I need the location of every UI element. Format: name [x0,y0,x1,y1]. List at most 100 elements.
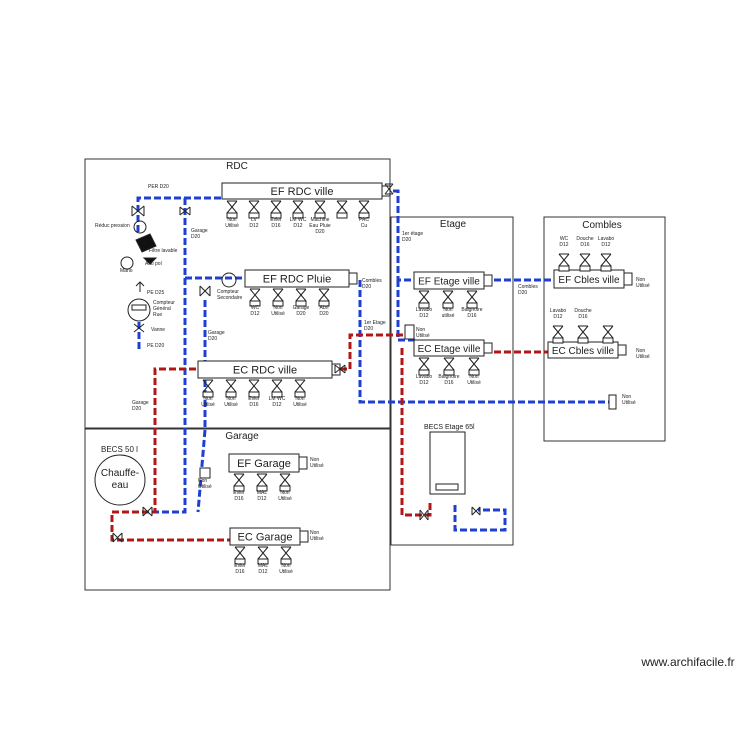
vanne-icon [133,323,145,333]
room-label-garage: Garage [225,431,259,442]
collector-label: EF Etage ville [418,277,480,288]
outlet-connector-icon [280,558,292,565]
room-label-etage: Etage [440,219,467,230]
outlet-valve-icon [602,325,614,339]
outlet-connector-icon [226,212,238,219]
valve-hot-icon [112,532,123,543]
outlet-connector-icon [272,300,284,307]
outlet-valve-icon [256,473,268,487]
outlet-valve-icon [442,290,454,304]
terminal-box-etage [404,324,415,340]
filter-body-icon [135,233,157,253]
outlet-valve-icon [202,379,214,393]
collector-label: EF Garage [237,458,291,470]
outlet-connector-icon [271,391,283,398]
outlet-connector-icon [294,391,306,398]
pipe-label-per: PER D20 [148,184,169,190]
room-combles [543,216,666,442]
outlet-connector-icon [336,212,348,219]
outlet-connector-icon [579,265,591,272]
becs-50-label: BECS 50 l [101,445,138,454]
outlet-connector-icon [466,302,478,309]
collector-end-cap [483,342,493,354]
outlet-valve-icon [336,200,348,214]
outlet-valve-icon [552,325,564,339]
cold-pipe-main [136,196,222,232]
collector-end-cap [617,344,627,356]
outlet-valve-icon [279,473,291,487]
outlet-valve-icon [418,357,430,371]
chauffe-eau-tank [94,454,146,506]
outlet-connector-icon [600,265,612,272]
outlet-valve-icon [468,357,480,371]
outlet-valve-icon [577,325,589,339]
room-etage [390,216,514,546]
outlet-connector-icon [257,558,269,565]
cold-pipe-becs-etage [453,505,507,532]
anti-pol-label: Anti pol [145,261,162,267]
outlet-connector-icon [202,391,214,398]
reduc-pression-valve-icon [131,205,145,217]
outlet-valve-icon [270,200,282,214]
outlet-valve-icon [358,200,370,214]
valve-becs-etage-b-icon [471,506,481,516]
collector-end-cap [298,456,308,470]
outlet-valve-icon [318,288,330,302]
outlet-connector-icon [234,558,246,565]
filter-icon [133,220,147,234]
mano-label: Mano [120,268,133,274]
collector-label: EC RDC ville [233,365,297,377]
room-rdc [84,158,391,430]
arrow-up-icon [135,281,145,292]
outlet-connector-icon [358,212,370,219]
outlet-connector-icon [577,337,589,344]
becs-etage-display [435,483,459,491]
cold-pipe-etage-down [396,280,417,342]
outlet-connector-icon [249,300,261,307]
outlet-connector-icon [292,212,304,219]
